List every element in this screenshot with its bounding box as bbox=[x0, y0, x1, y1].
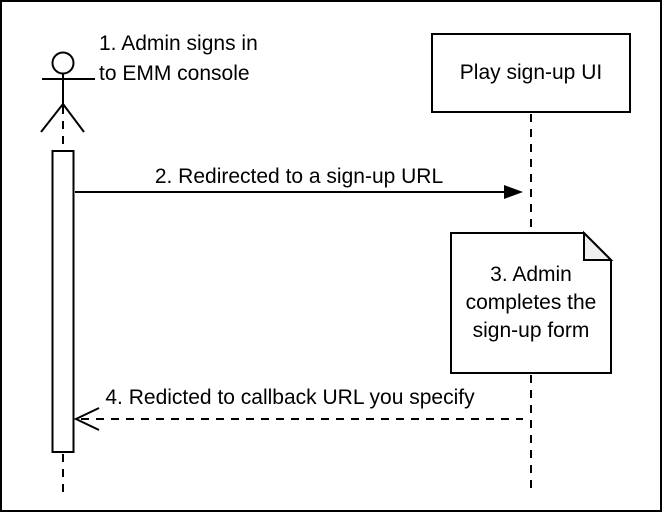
actor-leg-left bbox=[40, 103, 64, 133]
note-shape bbox=[450, 230, 614, 374]
actor-leg-right bbox=[62, 103, 85, 133]
note-body bbox=[450, 232, 612, 374]
message-2-label: 2. Redirected to a sign-up URL bbox=[154, 165, 444, 188]
actor-icon bbox=[40, 51, 95, 133]
activation-bar bbox=[51, 150, 75, 453]
message-4-label: 4. Redicted to callback URL you specify bbox=[105, 386, 475, 409]
open-arrowhead-icon bbox=[73, 407, 100, 431]
note-label: 3. Admin completes the sign-up form bbox=[465, 263, 597, 342]
message-4-arrow bbox=[73, 407, 523, 431]
participant-box: Play sign-up UI bbox=[431, 33, 631, 113]
message-2-arrow bbox=[75, 185, 523, 199]
solid-arrowhead-icon bbox=[504, 185, 523, 199]
actor-label: 1. Admin signs in to EMM console bbox=[99, 32, 258, 85]
folded-corner-icon bbox=[583, 230, 614, 261]
participant-label: Play sign-up UI bbox=[459, 61, 603, 84]
actor-head bbox=[51, 51, 75, 75]
